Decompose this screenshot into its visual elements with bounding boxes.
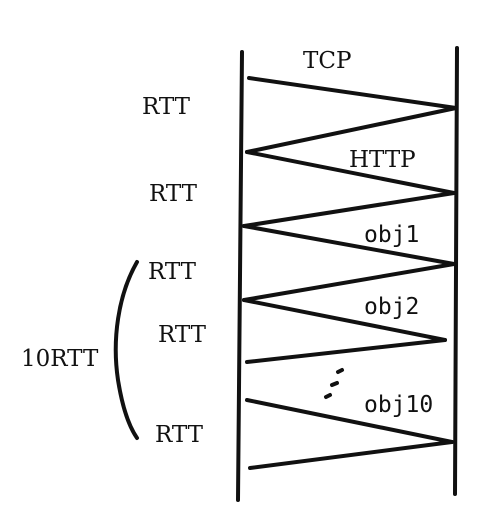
obj1-label: obj1	[364, 222, 419, 248]
rtt-label: RTT	[142, 94, 191, 120]
obj1-response-line	[242, 262, 456, 302]
tcp-response-line	[245, 106, 458, 154]
http-response-line	[242, 191, 456, 228]
http-request-line	[245, 150, 456, 195]
ellipsis-dot	[336, 368, 344, 374]
obj10-request-line	[245, 398, 454, 444]
ellipsis-dot	[324, 393, 332, 399]
rtt-label: RTT	[158, 322, 207, 348]
rtt-label: RTT	[149, 181, 198, 207]
obj2-response-line	[245, 338, 447, 364]
ellipsis-dots	[324, 368, 344, 399]
obj10-response-line	[248, 440, 454, 470]
rtt-label: RTT	[148, 259, 197, 285]
obj2-label: obj2	[364, 294, 419, 320]
http-label: HTTP	[349, 147, 416, 173]
tcp-label: TCP	[303, 48, 351, 74]
rtt-label: RTT	[155, 422, 204, 448]
group-bracket	[113, 260, 139, 440]
ellipsis-dot	[330, 381, 339, 387]
obj1-request-line	[242, 224, 456, 266]
obj2-request-line	[242, 298, 447, 342]
server-timeline	[453, 46, 459, 496]
obj10-label: obj10	[364, 392, 433, 418]
tcp-request-line	[247, 76, 458, 110]
group-label: 10RTT	[21, 346, 99, 372]
client-timeline	[236, 50, 244, 502]
